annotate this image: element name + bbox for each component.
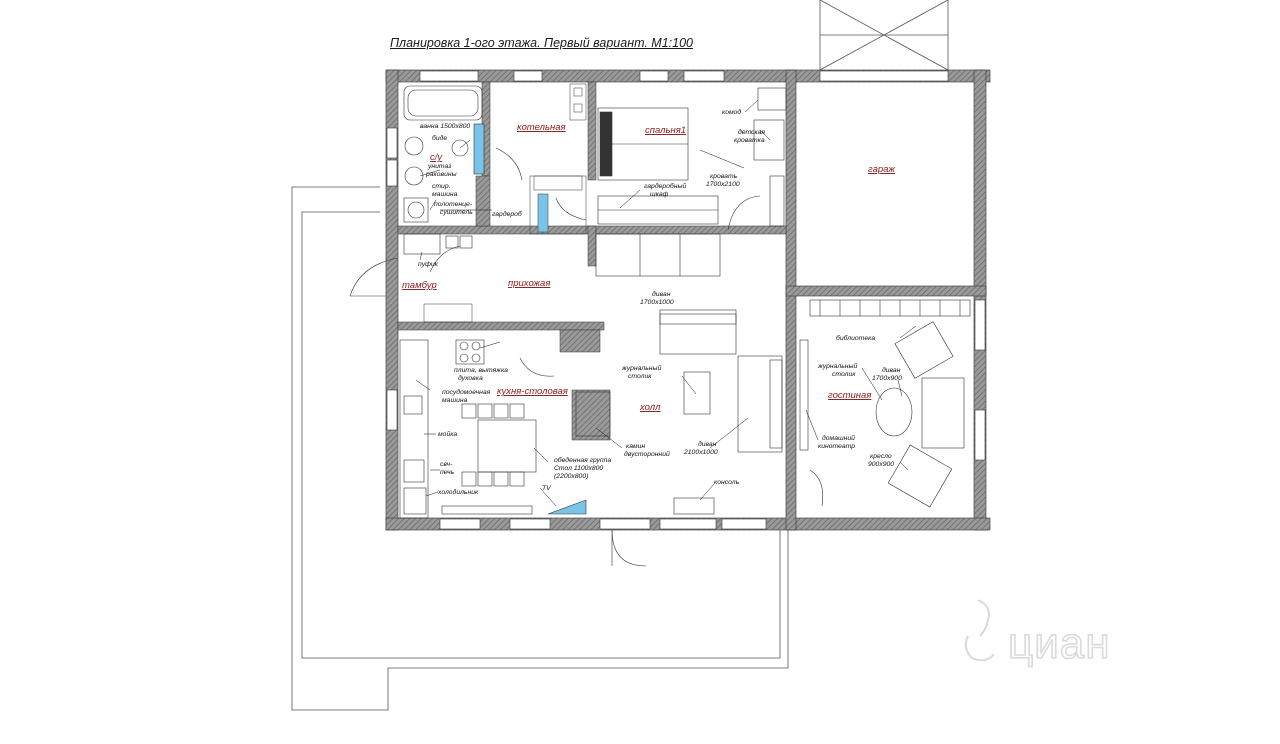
bathroom-fixtures bbox=[403, 85, 485, 255]
room-label-hallway: прихожая bbox=[508, 278, 550, 289]
label-closet-2: шкаф bbox=[650, 191, 669, 198]
room-labels: котельная спальня1 гараж с/у тамбур прих… bbox=[402, 122, 895, 413]
label-fireplace-2: двусторонний bbox=[624, 450, 670, 458]
label-home-theater-2: кинотеатр bbox=[818, 443, 855, 450]
label-towel-1: полотенце- bbox=[434, 201, 473, 208]
label-fridge: холодильник bbox=[437, 488, 479, 496]
room-label-vestibule: тамбур bbox=[402, 280, 437, 291]
label-sofa-living-2: 1700х900 bbox=[872, 375, 902, 382]
label-bidet: биде bbox=[432, 134, 447, 142]
wardrobe-fixtures bbox=[423, 83, 587, 323]
label-washer-1: стир. bbox=[432, 183, 451, 190]
room-label-kitchen: кухня-столовая bbox=[497, 386, 568, 397]
label-sofa-hall-big-1: диван bbox=[698, 440, 717, 448]
label-bed-2: 1700х2100 bbox=[706, 181, 740, 188]
furniture-labels: ванна 1500х800 биде унитаз раковины стир… bbox=[418, 108, 902, 496]
label-sink: мойка bbox=[438, 430, 457, 438]
label-bed-1: кровать bbox=[710, 173, 738, 180]
label-microwave-1: свч- bbox=[440, 461, 453, 468]
label-library: библиотека bbox=[836, 334, 875, 342]
label-armchair-2: 900х900 bbox=[868, 461, 894, 468]
label-console: консоль bbox=[714, 479, 740, 486]
room-label-garage: гараж bbox=[868, 164, 895, 175]
label-sofa-hall-big-2: 2100х1000 bbox=[683, 449, 718, 456]
label-crib-2: кроватка bbox=[734, 137, 765, 144]
label-coffee-table-hall-1: журнальный bbox=[621, 364, 662, 372]
label-stove-2: духовка bbox=[458, 374, 483, 382]
label-dresser: комод bbox=[722, 108, 741, 116]
room-label-hall: холл bbox=[639, 402, 661, 413]
label-fireplace-1: камин bbox=[626, 443, 645, 450]
label-dishwasher-1: посудомоечная bbox=[442, 388, 491, 396]
label-dining-2: Стол 1100х800 bbox=[554, 465, 603, 472]
label-bath: ванна 1500х800 bbox=[420, 123, 470, 130]
label-sofa-hall-2: 1700х1000 bbox=[640, 299, 674, 306]
label-pouf: пуфик bbox=[418, 261, 439, 268]
label-coffee-table-hall-2: столик bbox=[628, 373, 652, 380]
window-openings bbox=[386, 70, 986, 530]
label-home-theater-1: домашний bbox=[822, 434, 855, 442]
label-wardrobe-room: гардероб bbox=[492, 210, 523, 218]
label-crib-1: детская bbox=[738, 128, 765, 136]
plan-title: Планировка 1-ого этажа. Первый вариант. … bbox=[390, 36, 693, 50]
label-dining-3: (2200х800) bbox=[554, 473, 588, 480]
room-label-boiler: котельная bbox=[517, 122, 566, 133]
label-closet-1: гардеробный bbox=[644, 182, 686, 190]
balcony bbox=[819, 0, 949, 71]
label-dining-1: обеденная группа bbox=[554, 456, 611, 464]
label-tv: TV bbox=[542, 485, 552, 492]
label-microwave-2: печь bbox=[440, 469, 455, 476]
kitchen-furniture bbox=[399, 339, 587, 519]
label-coffee-table-living-2: столик bbox=[832, 371, 856, 378]
label-towel-2: сушитель bbox=[440, 209, 473, 216]
doors bbox=[349, 147, 824, 567]
watermark: циан bbox=[964, 599, 1111, 669]
label-dishwasher-2: машина bbox=[442, 397, 468, 404]
label-stove-1: плита, вытяжка bbox=[454, 367, 508, 374]
living-furniture bbox=[799, 299, 971, 508]
room-label-wc: с/у bbox=[430, 152, 443, 163]
hall-furniture bbox=[575, 309, 783, 515]
watermark-logo-icon bbox=[964, 599, 995, 662]
label-armchair-1: кресло bbox=[870, 453, 892, 460]
leader-lines bbox=[415, 99, 917, 507]
room-label-living: гостиная bbox=[828, 390, 871, 401]
label-toilet: унитаз bbox=[427, 163, 451, 170]
label-sofa-hall-1: диван bbox=[652, 290, 671, 298]
room-label-bedroom: спальня1 bbox=[645, 125, 686, 136]
label-sofa-living-1: диван bbox=[882, 366, 901, 374]
bedroom-furniture bbox=[595, 87, 787, 277]
watermark-text: циан bbox=[1008, 619, 1111, 668]
label-sinks: раковины bbox=[425, 171, 457, 178]
label-coffee-table-living-1: журнальный bbox=[817, 362, 858, 370]
terrace-outline bbox=[291, 186, 789, 711]
interior-walls bbox=[397, 81, 787, 441]
label-washer-2: машина bbox=[432, 191, 458, 198]
